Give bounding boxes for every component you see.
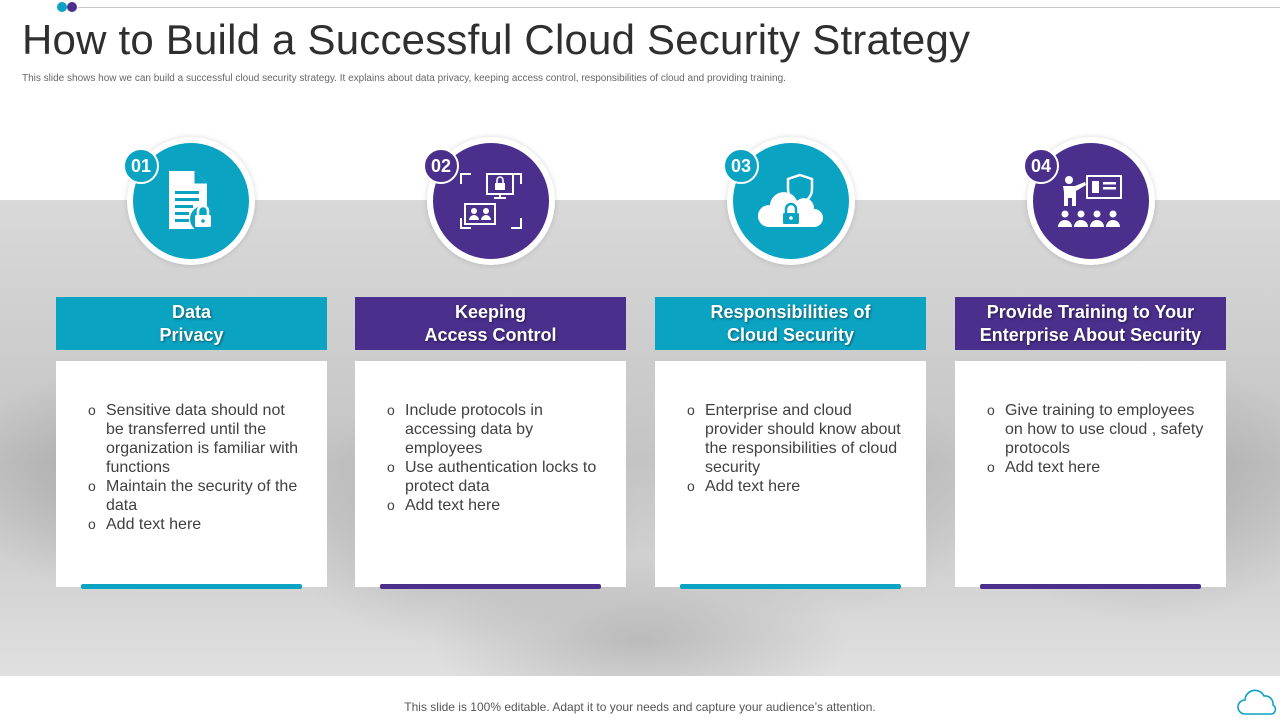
bullet-item: Add text here	[987, 458, 1206, 477]
step-icon-badge: 04	[1023, 137, 1155, 265]
card-body[interactable]: Sensitive data should not be transferred…	[56, 361, 327, 587]
bullet-item: Add text here	[387, 496, 606, 515]
top-divider	[78, 7, 1280, 8]
footer-note[interactable]: This slide is 100% editable. Adapt it to…	[404, 700, 876, 714]
step-number: 03	[723, 148, 759, 184]
bullet-item: Enterprise and cloud provider should kno…	[687, 401, 906, 477]
accent-dot-purple	[67, 2, 77, 12]
card-title-line2: Enterprise About Security	[979, 324, 1202, 345]
step-number: 04	[1023, 148, 1059, 184]
card-accent-bar	[680, 584, 901, 589]
cloud-logo-icon	[1236, 686, 1278, 720]
step-icon-badge: 02	[423, 137, 555, 265]
slide-subtitle[interactable]: This slide shows how we can build a succ…	[22, 73, 786, 84]
footer-band	[0, 676, 1280, 720]
card-title-line2: Privacy	[159, 324, 224, 345]
slide-title[interactable]: How to Build a Successful Cloud Security…	[22, 16, 971, 63]
accent-dot-teal	[57, 2, 67, 12]
card-accent-bar	[980, 584, 1201, 589]
step-icon-badge: 03	[723, 137, 855, 265]
card-title-line2: Access Control	[424, 324, 557, 345]
card-accent-bar	[380, 584, 601, 589]
card-body[interactable]: Include protocols in accessing data by e…	[355, 361, 626, 587]
bullet-item: Add text here	[687, 477, 906, 496]
card-body[interactable]: Enterprise and cloud provider should kno…	[655, 361, 926, 587]
bullet-item: Give training to employees on how to use…	[987, 401, 1206, 458]
step-icon-badge: 01	[123, 137, 255, 265]
step-number: 01	[123, 148, 159, 184]
bullet-item: Sensitive data should not be transferred…	[88, 401, 307, 477]
card-accent-bar	[81, 584, 302, 589]
card-body[interactable]: Give training to employees on how to use…	[955, 361, 1226, 587]
bullet-item: Use authentication locks to protect data	[387, 458, 606, 496]
bullet-item: Include protocols in accessing data by e…	[387, 401, 606, 458]
step-number: 02	[423, 148, 459, 184]
card-title-line1: Keeping	[454, 301, 526, 322]
card-title-line1: Responsibilities of	[710, 301, 871, 322]
card-title-line2: Cloud Security	[726, 324, 855, 345]
card-title-line1: Data	[171, 301, 211, 322]
bullet-item: Add text here	[88, 515, 307, 534]
card-title-line1: Provide Training to Your	[986, 301, 1195, 322]
bullet-item: Maintain the security of the data	[88, 477, 307, 515]
